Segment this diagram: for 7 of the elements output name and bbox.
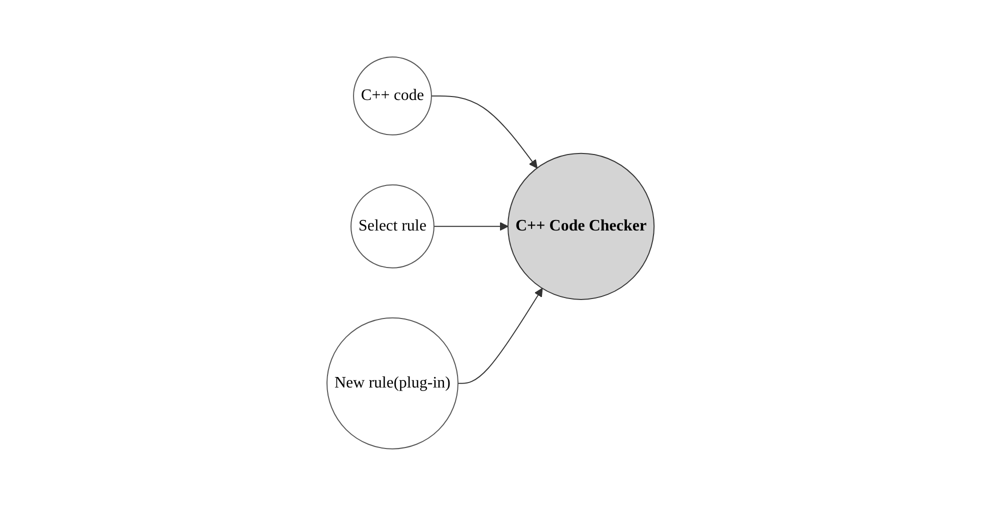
arrow xyxy=(431,95,538,168)
node-circle: Select rule xyxy=(350,184,435,268)
arrow xyxy=(458,288,544,384)
node-circle: New rule(plug-in) xyxy=(326,316,459,449)
node-circle: C++ code xyxy=(353,56,432,135)
arrow xyxy=(434,222,509,230)
node-circle: C++ Code Checker xyxy=(508,152,656,300)
